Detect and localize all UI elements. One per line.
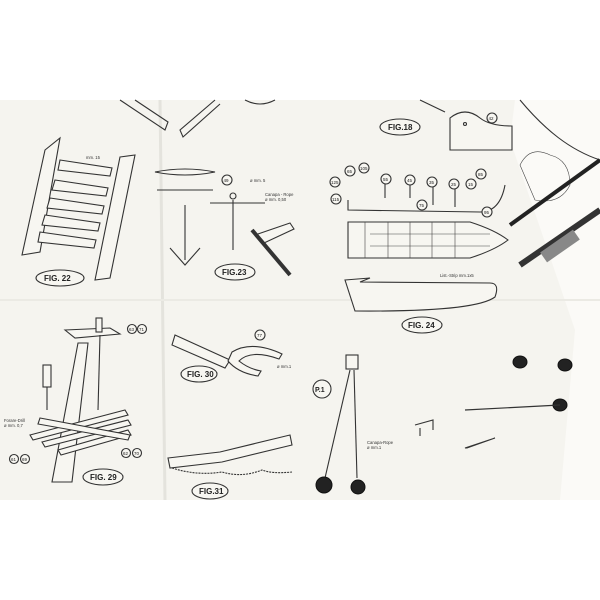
- fig24-strip-note: List.-Strip mm.1x5: [440, 273, 474, 278]
- blocks-photo: [414, 355, 573, 449]
- fig30-part: 77: [257, 333, 263, 338]
- fig23-rope-size: ø mm. 0,50: [265, 197, 287, 202]
- part-marker: 63: [129, 327, 135, 332]
- fig22-label: FIG. 22: [44, 274, 71, 283]
- fig23-rope-note: Canapa - Rope: [265, 192, 294, 197]
- fig24-label: FIG. 24: [408, 321, 435, 330]
- hand-tool-photo: [508, 151, 600, 268]
- p1-label-circle: [312, 379, 332, 399]
- part-marker: 105: [360, 166, 368, 171]
- fig29-drawing: [29, 317, 132, 483]
- fig30-dimension: ø mm.1: [277, 364, 292, 369]
- fig23-label: FIG.23: [222, 268, 247, 277]
- part-marker: 35: [429, 180, 435, 185]
- part-marker: 115: [332, 197, 340, 202]
- fig29-drill-size: ø mm. 0,7: [4, 423, 24, 428]
- fig24-part-markers: 125 65 105 55 45 35 25 15 85 115 75 95: [329, 162, 493, 218]
- fig30-label: FIG. 30: [187, 370, 214, 379]
- curved-line: [519, 99, 600, 161]
- fig18-drawing: [419, 99, 513, 151]
- part-marker: 85: [478, 172, 484, 177]
- fig18-label: FIG.18: [388, 123, 413, 132]
- fig18-label-oval: [379, 118, 421, 136]
- fig22-ladder-drawing: [21, 136, 136, 281]
- fig29-label-oval: [82, 468, 124, 486]
- fig22-label-oval: [35, 269, 85, 287]
- fig23-eye-note: ø mm. 5: [250, 178, 266, 183]
- part-marker: 45: [407, 178, 413, 183]
- part-marker: 55: [383, 177, 389, 182]
- part-marker: 69: [22, 457, 28, 462]
- p1-label: P.1: [315, 387, 325, 394]
- fig30-drawing: [171, 334, 283, 377]
- part-marker: 62: [123, 451, 129, 456]
- part-marker: 75: [419, 203, 425, 208]
- fig24-label-oval: [401, 316, 443, 334]
- part-marker: 65: [347, 169, 353, 174]
- top-grating-drawing: [119, 99, 276, 138]
- paper-fold: [510, 100, 600, 500]
- part-marker: 70: [134, 451, 140, 456]
- fig31-label-oval: [191, 482, 229, 500]
- part-marker: 61: [11, 457, 17, 462]
- fig18-part: 42: [489, 116, 495, 121]
- part-marker: 15: [468, 182, 474, 187]
- fig23-part: 49: [224, 178, 230, 183]
- part-marker: [221, 174, 233, 186]
- fig30-label-oval: [180, 365, 218, 383]
- part-marker: 71: [139, 327, 145, 332]
- fig29-label: FIG. 29: [90, 473, 117, 482]
- p1-rope-note: Canapa-Rope: [367, 440, 394, 445]
- fig23-label-oval: [214, 263, 256, 281]
- p1-rope-size: ø mm.1: [367, 445, 382, 450]
- fig31-drawing: [167, 434, 293, 476]
- p1-block-drawing: [315, 354, 366, 495]
- fig22-dimension: mm. 15: [86, 155, 101, 160]
- fig29-drill-note: Forare-Drill: [4, 418, 25, 423]
- part-marker: [486, 112, 498, 124]
- fig23-anchor-drawing: [154, 168, 295, 277]
- part-marker: 95: [484, 210, 490, 215]
- part-marker: 125: [331, 180, 339, 185]
- fig31-label: FIG.31: [199, 487, 224, 496]
- part-marker: 25: [451, 182, 457, 187]
